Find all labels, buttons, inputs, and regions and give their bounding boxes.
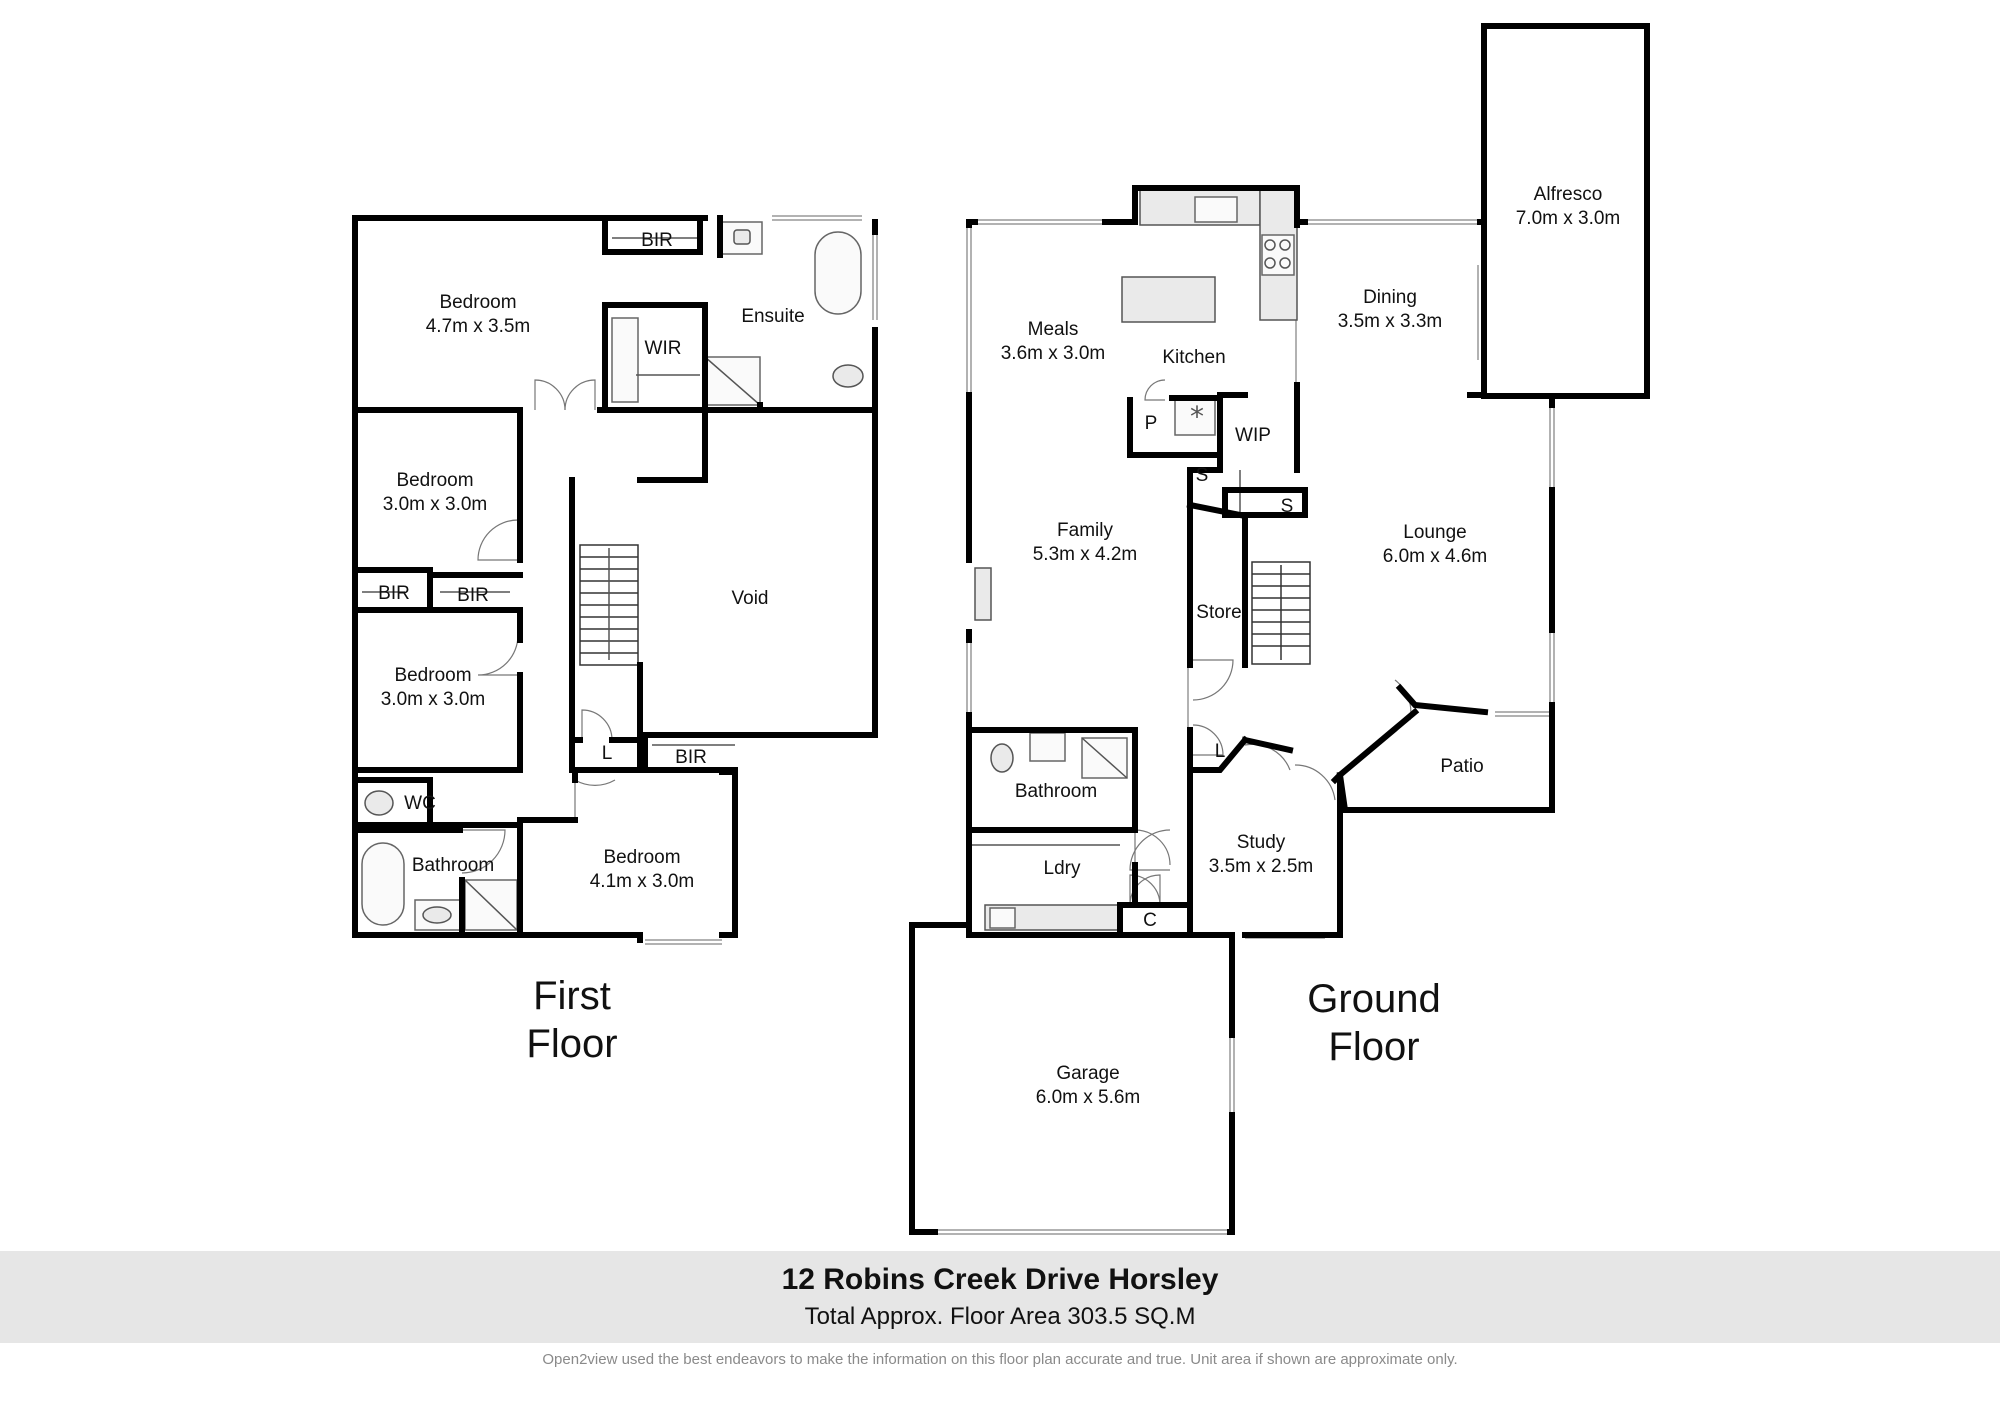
ground-floor-fixtures: * bbox=[970, 189, 1300, 931]
bedroom-2-name: Bedroom bbox=[396, 470, 473, 491]
family-size: 5.3m x 4.2m bbox=[1033, 544, 1138, 565]
study-name: Study bbox=[1237, 832, 1286, 853]
first-floor-room-labels: Bedroom 4.7m x 3.5m BIR Ensuite WIR Bedr… bbox=[378, 230, 805, 892]
alfresco-name: Alfresco bbox=[1534, 184, 1603, 205]
total-floor-area: Total Approx. Floor Area 303.5 SQ.M bbox=[804, 1303, 1196, 1330]
laundry-label: Ldry bbox=[1044, 858, 1081, 879]
bedroom-main-name: Bedroom bbox=[439, 292, 516, 313]
garage-name: Garage bbox=[1056, 1063, 1119, 1084]
disclaimer-text: Open2view used the best endeavors to mak… bbox=[542, 1351, 1458, 1368]
storage-s1-label: S bbox=[1196, 465, 1209, 486]
pantry-label: P bbox=[1145, 413, 1158, 434]
first-floor-walls bbox=[352, 215, 878, 943]
first-floor-fixtures bbox=[361, 221, 864, 931]
cupboard-label: C bbox=[1143, 910, 1157, 931]
first-floor-title-line2: Floor bbox=[526, 1022, 617, 1066]
wip-label: WIP bbox=[1235, 425, 1271, 446]
ground-floor-stairs bbox=[1251, 561, 1311, 665]
meals-size: 3.6m x 3.0m bbox=[1001, 343, 1106, 364]
svg-text:*: * bbox=[1190, 400, 1204, 433]
dining-name: Dining bbox=[1363, 287, 1417, 308]
meals-name: Meals bbox=[1028, 319, 1079, 340]
void-label: Void bbox=[732, 588, 769, 609]
bathroom-ground-label: Bathroom bbox=[1015, 781, 1097, 802]
linen-label: L bbox=[602, 743, 613, 764]
first-floor-title-line1: First bbox=[533, 974, 611, 1018]
linen-ground-label: L bbox=[1215, 741, 1226, 762]
bir-mid-label: BIR bbox=[457, 585, 489, 606]
first-floor-stairs bbox=[579, 544, 639, 666]
ground-floor-plan: * bbox=[909, 23, 1650, 1235]
bedroom-2-size: 3.0m x 3.0m bbox=[383, 494, 488, 515]
garage-size: 6.0m x 5.6m bbox=[1036, 1087, 1141, 1108]
lounge-name: Lounge bbox=[1403, 522, 1466, 543]
bedroom-4-name: Bedroom bbox=[603, 847, 680, 868]
bir-top-label: BIR bbox=[641, 230, 673, 251]
ground-floor-title-line1: Ground bbox=[1307, 977, 1440, 1021]
dining-size: 3.5m x 3.3m bbox=[1338, 311, 1443, 332]
property-address: 12 Robins Creek Drive Horsley bbox=[781, 1263, 1219, 1296]
lounge-size: 6.0m x 4.6m bbox=[1383, 546, 1488, 567]
ground-floor-title-line2: Floor bbox=[1328, 1025, 1419, 1069]
kitchen-label: Kitchen bbox=[1162, 347, 1225, 368]
bir-bottom-label: BIR bbox=[675, 747, 707, 768]
store-label: Store bbox=[1196, 602, 1241, 623]
bedroom-3-size: 3.0m x 3.0m bbox=[381, 689, 486, 710]
bir-left-label: BIR bbox=[378, 583, 410, 604]
ensuite-label: Ensuite bbox=[741, 306, 804, 327]
family-name: Family bbox=[1057, 520, 1113, 541]
storage-s2-label: S bbox=[1281, 496, 1294, 517]
patio-label: Patio bbox=[1440, 756, 1483, 777]
ground-floor-room-labels: Alfresco 7.0m x 3.0m Meals 3.6m x 3.0m K… bbox=[1001, 184, 1621, 1108]
alfresco-size: 7.0m x 3.0m bbox=[1516, 208, 1621, 229]
bedroom-4-size: 4.1m x 3.0m bbox=[590, 871, 695, 892]
wc-label: WC bbox=[404, 793, 436, 814]
bedroom-main-size: 4.7m x 3.5m bbox=[426, 316, 531, 337]
wir-label: WIR bbox=[645, 338, 682, 359]
study-size: 3.5m x 2.5m bbox=[1209, 856, 1314, 877]
ground-floor-walls bbox=[909, 23, 1650, 1235]
first-floor-plan: Bedroom 4.7m x 3.5m BIR Ensuite WIR Bedr… bbox=[352, 215, 878, 1066]
bedroom-3-name: Bedroom bbox=[394, 665, 471, 686]
bathroom-first-label: Bathroom bbox=[412, 855, 494, 876]
footer-banner: 12 Robins Creek Drive Horsley Total Appr… bbox=[0, 1251, 2000, 1343]
